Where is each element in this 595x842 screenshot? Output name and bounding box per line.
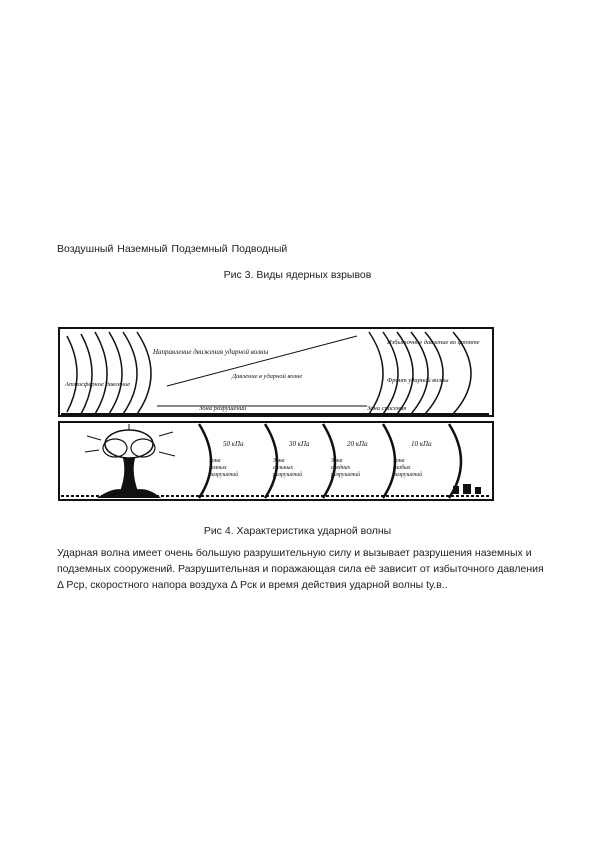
house-icon [475, 487, 481, 494]
figure-4-caption: Рис 4. Характеристика ударной волны [203, 525, 392, 537]
house-icon [453, 486, 459, 494]
shock-pressure-label: Давление в ударной волне [231, 373, 302, 380]
zone-3-pressure: 20 кПа [347, 440, 368, 448]
explosion-types-line: Воздушный Наземный Подземный Подводный [57, 243, 288, 255]
overpressure-right-label: Избыточное давление во фронте [386, 339, 480, 346]
figure-3-caption: Рис 3. Виды ядерных взрывов [223, 269, 372, 281]
top-panel: Направление движения ударной волны Атмос… [58, 327, 494, 417]
safety-zone-label: Зона спасения [367, 405, 406, 412]
shock-wave-paragraph: Ударная волна имеет очень большую разруш… [57, 547, 544, 591]
front-direction-label: Направление движения ударной волны [152, 348, 268, 356]
destruction-zone-label: Зона разрушений [199, 405, 247, 412]
house-icon [463, 484, 471, 494]
mushroom-cloud [84, 424, 176, 498]
atmo-pressure-label: Атмосферное давление [64, 381, 130, 388]
shock-wave-figure: Направление движения ударной волны Атмос… [57, 326, 497, 504]
shock-front-label: Фронт ударной волны [387, 377, 449, 384]
zone-1-pressure: 50 кПа [223, 440, 244, 448]
zone-2-pressure: 30 кПа [288, 440, 310, 448]
zone-4-pressure: 10 кПа [411, 440, 432, 448]
